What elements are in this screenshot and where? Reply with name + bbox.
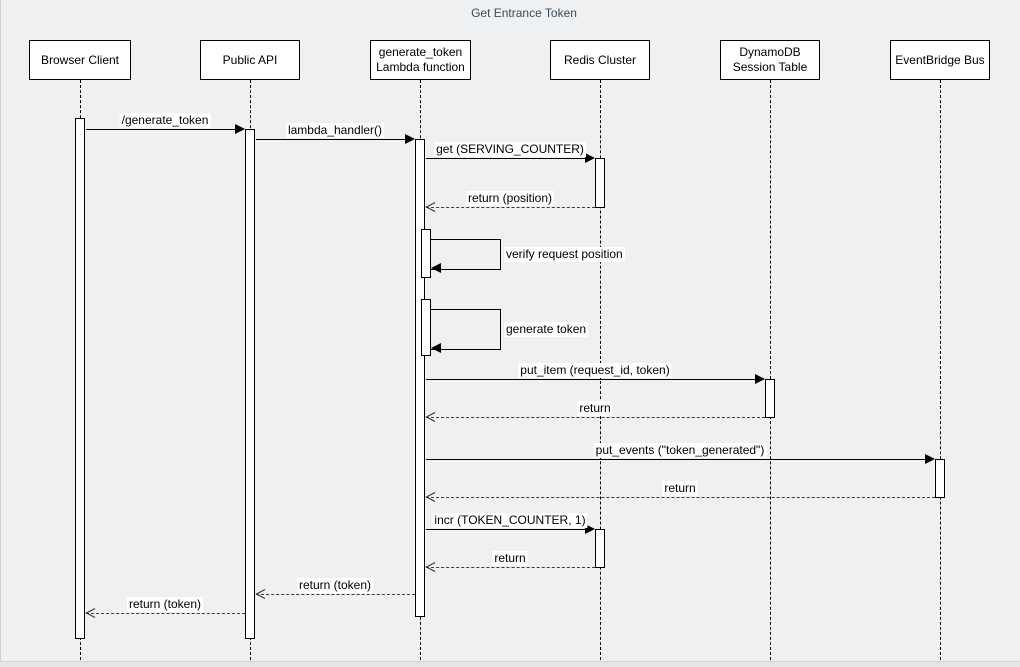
self-message-verify[interactable] [431, 239, 501, 270]
message-label[interactable]: return (token) [296, 578, 374, 593]
message-label[interactable]: /generate_token [119, 113, 211, 128]
message-line-get-serving-counter[interactable] [426, 158, 585, 159]
activation-dynamodb-put[interactable] [765, 379, 775, 418]
message-label[interactable]: verify request position [504, 247, 625, 262]
participant-lambda[interactable]: generate_token Lambda function [370, 40, 471, 80]
message-label[interactable]: return [577, 401, 613, 416]
message-label[interactable]: return (token) [126, 597, 204, 612]
self-message-generate[interactable] [431, 309, 501, 350]
arrowhead-icon [755, 374, 765, 384]
lifeline-eventbridge [940, 80, 941, 660]
participant-label: generate_token Lambda function [376, 45, 465, 74]
message-label[interactable]: return (position) [465, 191, 555, 206]
open-arrowhead-icon [425, 411, 436, 423]
message-line-put-events[interactable] [426, 459, 925, 460]
message-label[interactable]: return [662, 481, 698, 496]
message-label[interactable]: generate token [504, 322, 589, 337]
message-line-lambda-handler[interactable] [256, 139, 405, 140]
open-arrowhead-icon [425, 491, 436, 503]
arrowhead-icon [585, 153, 595, 163]
message-line-generate-token[interactable] [86, 129, 235, 130]
activation-lambda-generate[interactable] [421, 299, 431, 356]
message-label[interactable]: incr (TOKEN_COUNTER, 1) [432, 513, 588, 528]
message-label[interactable]: return [492, 551, 528, 566]
arrowhead-icon [235, 124, 245, 134]
participant-label: DynamoDB Session Table [732, 45, 808, 74]
return-line-position[interactable] [426, 207, 595, 208]
participant-redis[interactable]: Redis Cluster [550, 40, 650, 80]
activation-public-api[interactable] [245, 129, 255, 639]
return-line-redis-incr[interactable] [426, 567, 595, 568]
activation-redis-get[interactable] [595, 158, 605, 208]
open-arrowhead-icon [425, 561, 436, 573]
message-label[interactable]: get (SERVING_COUNTER) [434, 142, 586, 157]
message-line-incr-token-counter[interactable] [426, 529, 585, 530]
lifeline-dynamodb [770, 80, 771, 660]
arrowhead-icon [925, 454, 935, 464]
participant-dynamodb[interactable]: DynamoDB Session Table [720, 40, 820, 80]
window-left-edge [0, 0, 1, 666]
window-bottom-edge [0, 661, 1020, 667]
participant-label: Browser Client [40, 52, 120, 67]
message-label[interactable]: put_events ("token_generated") [593, 443, 767, 458]
diagram-title: Get Entrance Token [471, 6, 577, 20]
arrowhead-icon [405, 134, 415, 144]
return-line-eventbridge[interactable] [426, 497, 935, 498]
return-line-dynamodb[interactable] [426, 417, 765, 418]
participant-label: Public API [222, 52, 278, 67]
activation-redis-incr[interactable] [595, 529, 605, 568]
arrowhead-icon [431, 343, 441, 353]
participant-label: Redis Cluster [563, 52, 637, 67]
open-arrowhead-icon [255, 588, 266, 600]
participant-label: EventBridge Bus [895, 52, 985, 67]
return-line-token-to-browser[interactable] [86, 613, 245, 614]
activation-eventbridge-put[interactable] [935, 459, 945, 498]
message-line-put-item[interactable] [426, 379, 755, 380]
participant-eventbridge[interactable]: EventBridge Bus [890, 40, 990, 80]
open-arrowhead-icon [85, 607, 96, 619]
participant-public-api[interactable]: Public API [200, 40, 300, 80]
activation-lambda-verify[interactable] [421, 229, 431, 278]
message-label[interactable]: put_item (request_id, token) [518, 363, 672, 378]
participant-browser-client[interactable]: Browser Client [29, 40, 131, 80]
return-line-token-to-api[interactable] [256, 594, 415, 595]
activation-lambda[interactable] [415, 139, 425, 617]
arrowhead-icon [585, 524, 595, 534]
arrowhead-icon [431, 263, 441, 273]
message-label[interactable]: lambda_handler() [285, 123, 385, 138]
activation-browser-client[interactable] [75, 118, 85, 639]
open-arrowhead-icon [425, 201, 436, 213]
